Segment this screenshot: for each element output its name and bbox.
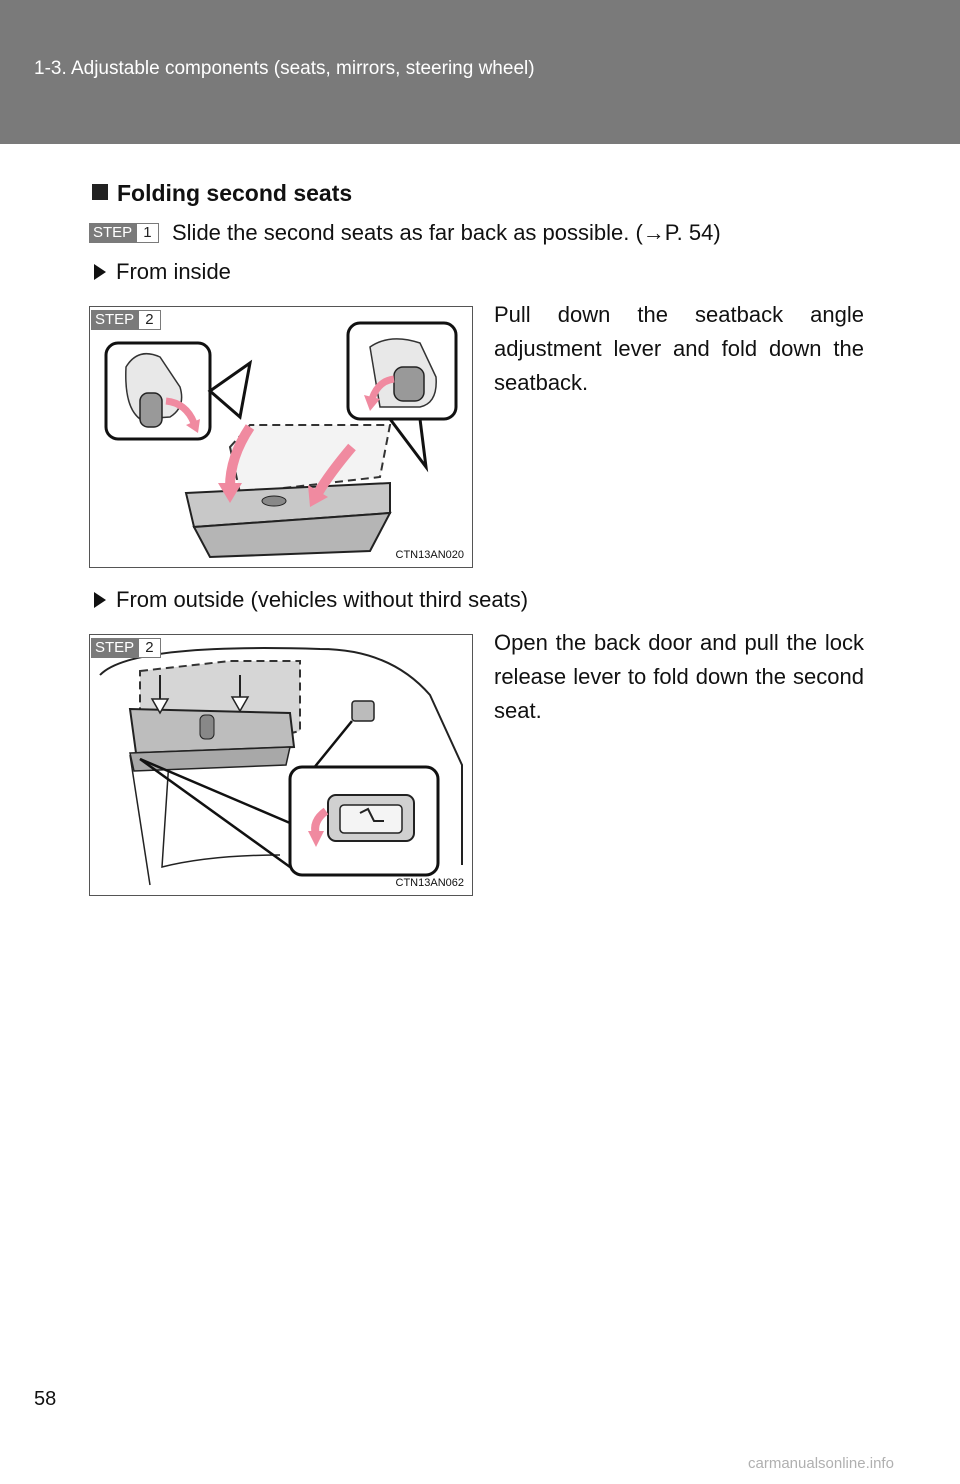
seat-fold-illustration-outside [99,647,463,886]
bullet-from-inside: From inside [94,259,231,285]
page-number: 58 [34,1388,57,1410]
figure-code: CTN13AN062 [395,877,464,889]
step-2-badge-inside: STEP 2 [91,310,161,330]
step-number: 2 [138,638,161,658]
watermark: carmanualsonline.info [748,1455,894,1472]
triangle-bullet-icon [94,592,106,608]
step-number: 1 [136,223,159,243]
section-heading: Folding second seats [92,180,352,207]
step-1-badge: STEP 1 [89,223,159,243]
figure-code: CTN13AN020 [395,549,464,561]
description-outside: Open the back door and pull the lock rel… [494,630,864,723]
triangle-bullet-icon [94,264,106,280]
header-title: 1-3. Adjustable components (seats, mirro… [34,58,535,79]
step-2-badge-outside: STEP 2 [91,638,161,658]
square-bullet-icon [92,184,108,200]
step-1-text: Slide the second seats as far back as po… [172,220,721,245]
figure-outside: STEP 2 CTN13AN062 [89,634,473,896]
step-number: 2 [138,310,161,330]
step-word: STEP [89,223,137,243]
step-word: STEP [91,310,139,330]
description-inside: Pull down the seatback angle adjustment … [494,302,864,395]
step-word: STEP [91,638,139,658]
bullet-text: From inside [116,259,231,284]
bullet-text: From outside (vehicles without third sea… [116,587,529,612]
seat-fold-illustration-inside [104,321,458,559]
bullet-from-outside: From outside (vehicles without third sea… [94,587,528,613]
figure-inside: STEP 2 CTN13AN020 [89,306,473,568]
section-heading-text: Folding second seats [117,180,353,206]
page-header: 1-3. Adjustable components (seats, mirro… [0,0,960,144]
